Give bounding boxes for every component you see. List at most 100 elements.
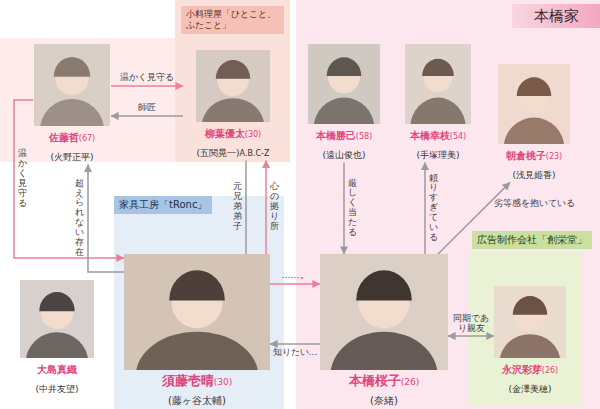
relation-arrow — [270, 343, 320, 345]
relation-label: 温かく見守る — [120, 72, 174, 83]
portrait-photo — [320, 254, 448, 370]
relation-label: 師匠 — [138, 102, 156, 113]
relation-arrow — [265, 160, 267, 254]
relation-label: 心の拠り所 — [270, 182, 279, 231]
caption-line: 須藤壱晴(30) — [124, 370, 270, 389]
relation-label: 温かく見守る — [18, 149, 27, 208]
person-age: (26) — [542, 366, 558, 375]
relation-label: 頼りすぎている — [429, 174, 438, 243]
photo-shoulders — [202, 98, 264, 122]
person-card: 朝倉桃子(23) (浅見姫香) — [496, 64, 572, 182]
person-age: (26) — [401, 377, 419, 387]
portrait-photo — [494, 286, 566, 358]
person-age: (54) — [450, 132, 466, 141]
portrait-photo — [196, 50, 270, 122]
photo-hair — [54, 57, 90, 77]
person-card: 大島真織 (中井友望) — [18, 280, 96, 396]
relation-label: ……。 — [282, 270, 309, 281]
caption-line: 朝倉桃子(23) — [496, 144, 572, 163]
caption-line: 本橋桜子(26) — [320, 370, 448, 389]
group-region: 須藤壱晴(30) (藤ヶ谷太輔) 家具工房「tRonc」 — [114, 196, 284, 409]
portrait-photo — [20, 280, 94, 358]
person-card: 本橋勝己(58) (遠山俊也) — [306, 44, 382, 162]
person-name: 本橋桜子 — [349, 373, 401, 388]
person-age: (23) — [546, 152, 562, 161]
portrait-photo — [405, 44, 471, 124]
person-name: 大島真織 — [37, 364, 77, 375]
actor-name: (遠山俊也) — [322, 150, 365, 160]
actor-name: (火野正平) — [50, 152, 93, 162]
photo-shoulders — [330, 332, 438, 370]
photo-hair — [517, 77, 552, 96]
group-region: 柳葉優太(30)(五関晃一)A.B.C-Z小料理屋「ひとこと、ふたこと」 — [175, 0, 290, 162]
actor-name: (五関晃一) — [197, 148, 240, 158]
group-tag: A.B.C-Z — [240, 149, 270, 158]
relation-arrow — [438, 182, 510, 254]
portrait-photo — [308, 44, 380, 124]
portrait-photo — [34, 44, 110, 126]
person-card: 柳葉優太(30)(五関晃一)A.B.C-Z — [183, 50, 283, 160]
relation-arrow — [270, 283, 320, 285]
actor-name: (浅見姫香) — [512, 170, 555, 180]
person-card: 本橋桜子(26)(奈緒) — [320, 254, 448, 408]
photo-shoulders — [500, 334, 560, 358]
relation-label: 劣等感を抱いている — [494, 198, 575, 209]
photo-hair — [356, 270, 412, 300]
photo-hair — [169, 270, 225, 300]
caption-line: 本橋幸枝(54) — [403, 124, 473, 143]
relation-arrow — [14, 100, 124, 258]
relation-arrow — [88, 164, 124, 272]
relation-arrow — [424, 162, 426, 254]
group-heading: 家具工房「tRonc」 — [114, 196, 212, 214]
photo-hair — [39, 292, 75, 311]
person-card: 佐藤哲(67) (火野正平) — [33, 44, 111, 164]
person-age: (30) — [245, 130, 261, 139]
caption-line: (金澤美穂) — [494, 377, 566, 396]
caption-line: (五関晃一)A.B.C-Z — [183, 141, 283, 160]
relation-label: 同期であり親友 — [449, 313, 493, 333]
group-heading: 小料理屋「ひとこと、ふたこと」 — [181, 6, 284, 34]
caption-line: 永沢彩芽(26) — [494, 358, 566, 377]
caption-line: (遠山俊也) — [306, 143, 382, 162]
photo-shoulders — [410, 98, 465, 124]
group-heading: 広告制作会社「創栄堂」 — [472, 231, 592, 249]
person-name: 佐藤哲 — [49, 132, 79, 143]
person-age: (58) — [356, 132, 372, 141]
photo-hair — [216, 60, 251, 79]
caption-line: (奈緒) — [320, 389, 448, 408]
person-name: 永沢彩芽 — [502, 364, 542, 375]
photo-shoulders — [26, 332, 88, 358]
person-card: 須藤壱晴(30) (藤ヶ谷太輔) — [124, 254, 270, 408]
relation-arrow — [245, 160, 247, 254]
photo-hair — [513, 296, 548, 315]
person-name: 本橋幸枝 — [410, 130, 450, 141]
actor-name: (中井友望) — [35, 384, 78, 394]
caption-line: (藤ヶ谷太輔) — [124, 389, 270, 408]
caption-line: (火野正平) — [33, 145, 111, 164]
caption-line: 本橋勝己(58) — [306, 124, 382, 143]
relation-label: 知りたい… — [273, 347, 318, 358]
person-name: 須藤壱晴 — [162, 373, 214, 388]
photo-hair — [327, 57, 362, 76]
photo-hair — [422, 59, 454, 76]
person-name: 本橋勝己 — [316, 130, 356, 141]
actor-name: (金澤美穂) — [508, 384, 551, 394]
relation-arrow — [343, 162, 345, 254]
group-heading: 本橋家 — [512, 4, 600, 28]
caption-line: 大島真織 — [18, 358, 96, 377]
person-age: (30) — [214, 377, 232, 387]
actor-name: (藤ヶ谷太輔) — [168, 395, 226, 406]
caption-line: 柳葉優太(30) — [183, 122, 283, 141]
photo-shoulders — [314, 98, 374, 124]
relation-arrow — [111, 115, 183, 117]
relation-label: 元兄弟弟子 — [233, 182, 242, 231]
person-age: (67) — [79, 134, 95, 143]
photo-shoulders — [136, 332, 259, 370]
person-card: 本橋幸枝(54)(手塚理美) — [403, 44, 473, 162]
caption-line: (浅見姫香) — [496, 163, 572, 182]
person-name: 朝倉桃子 — [506, 150, 546, 161]
relation-label: 厳しく当たる — [348, 179, 357, 238]
group-region: 永沢彩芽(26)(金澤美穂)広告制作会社「創栄堂」 — [470, 252, 582, 406]
